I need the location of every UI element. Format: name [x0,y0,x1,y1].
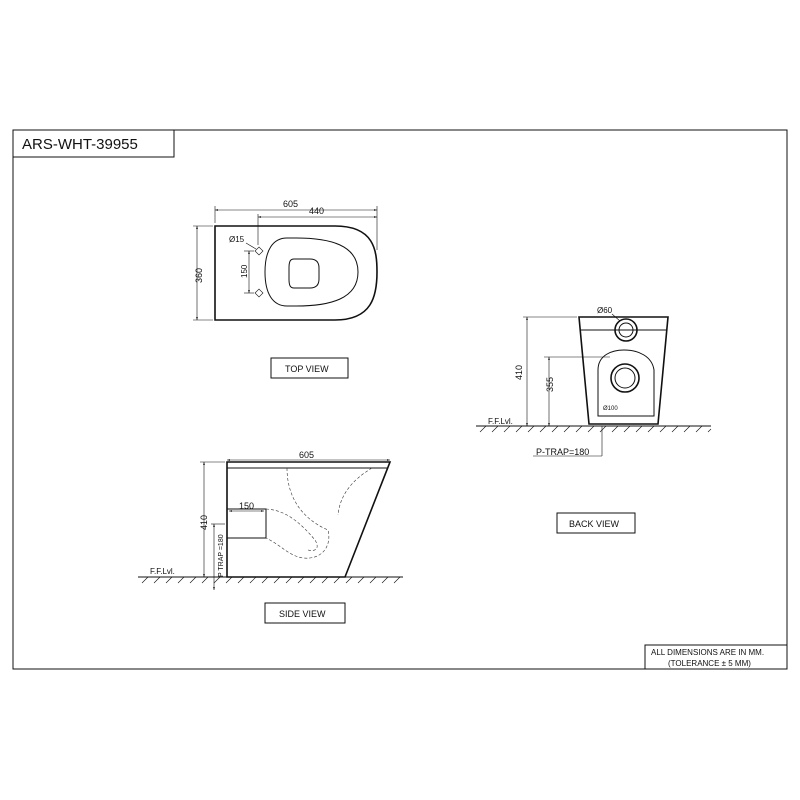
side-ptrap-label: P TRAP =180 [218,534,225,577]
top-dim-150: 150 [240,264,249,278]
side-view: 605 410 150 P TRAP =180 F.F.Lvl. SIDE VI… [138,450,403,624]
back-floor-label: F.F.Lvl. [488,417,513,426]
back-dim-100: Ø100 [603,406,618,412]
back-dim-355: 355 [545,377,555,392]
side-dim-410: 410 [199,515,209,530]
side-dim-605: 605 [299,450,314,460]
back-dim-60: Ø60 [597,306,613,315]
back-view-label: BACK VIEW [569,519,620,529]
back-view: Ø100 Ø60 410 355 F.F.Lvl. P-TRAP=180 BAC… [476,306,712,534]
top-view-label: TOP VIEW [285,364,329,374]
top-dim-360: 360 [194,268,204,283]
back-dim-410: 410 [514,365,524,380]
top-dim-440: 440 [309,206,324,216]
side-floor-label: F.F.Lvl. [150,567,175,576]
notes-line-2: (TOLERANCE ± 5 MM) [668,659,751,668]
top-dim-hole: Ø15 [229,235,245,244]
side-view-label: SIDE VIEW [279,609,326,619]
drawing-frame [12,129,788,670]
top-view: 605 440 360 Ø15 150 TOP VIEW [193,199,378,379]
back-ptrap-label: P-TRAP=180 [536,447,589,457]
title-block: ARS-WHT-39955 [12,129,175,158]
drawing-code: ARS-WHT-39955 [22,136,138,153]
top-dim-605: 605 [283,199,298,209]
notes-line-1: ALL DIMENSIONS ARE IN MM. [651,648,764,657]
side-dim-150: 150 [239,501,254,511]
notes-block: ALL DIMENSIONS ARE IN MM. (TOLERANCE ± 5… [644,644,788,670]
